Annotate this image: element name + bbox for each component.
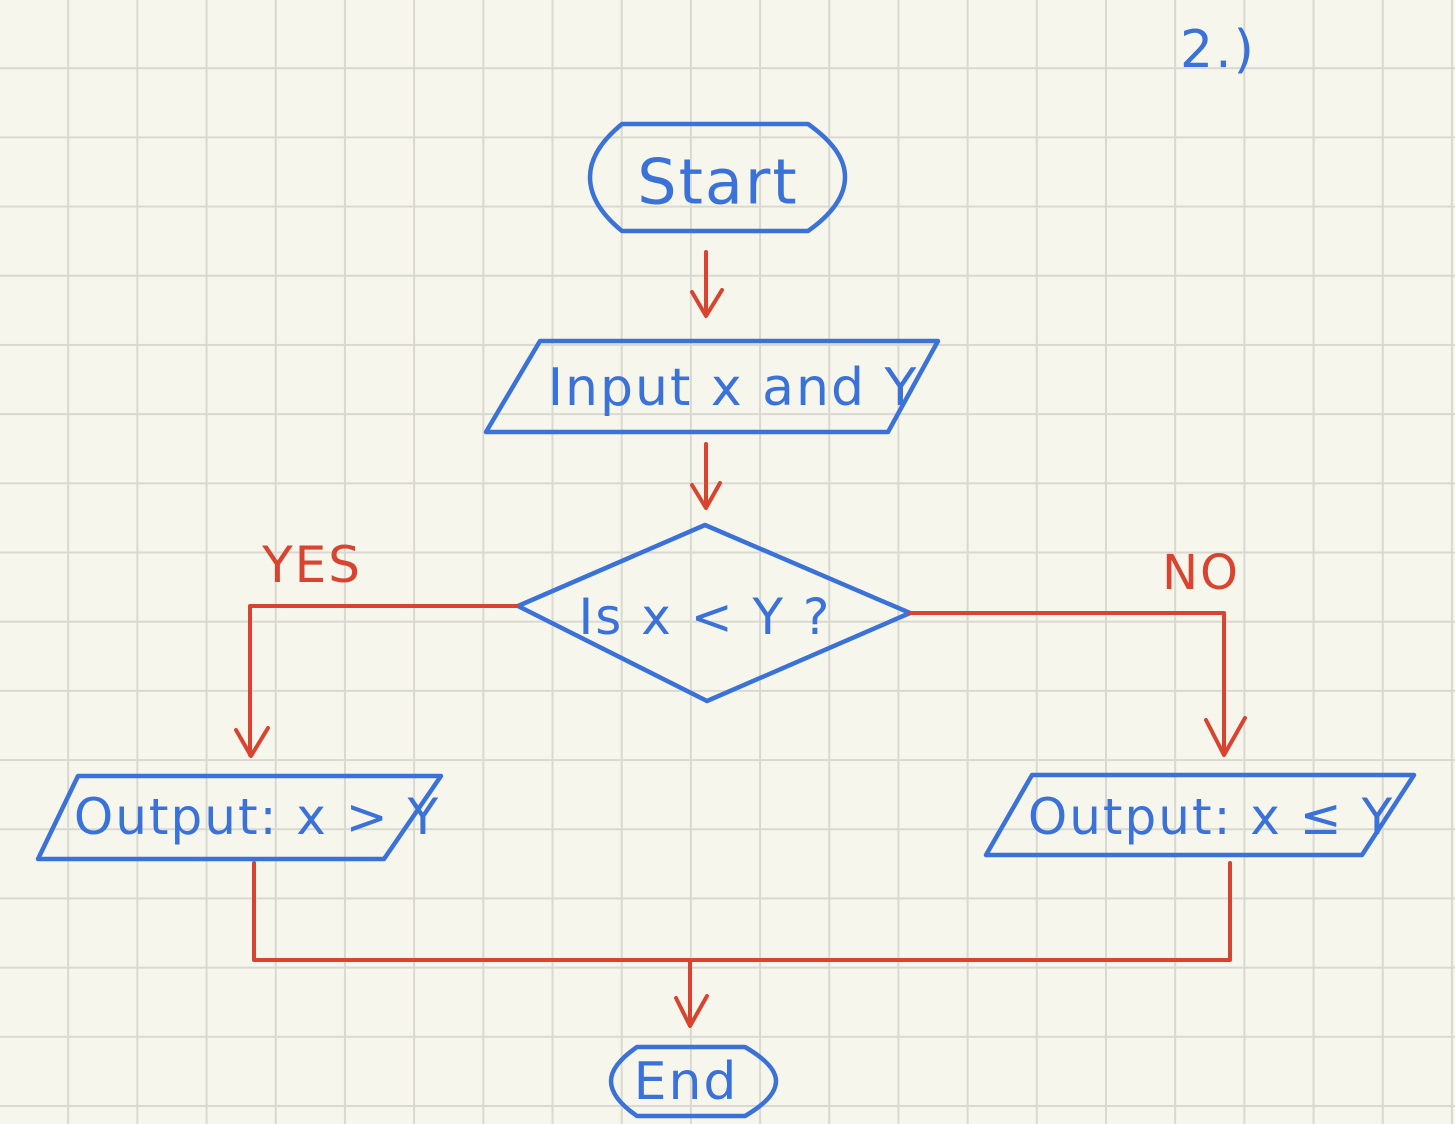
problem-number: 2.) — [1180, 20, 1256, 80]
decision-diamond — [515, 522, 913, 704]
input-parallelogram — [483, 338, 941, 435]
yes-branch-label: YES — [262, 536, 362, 594]
output-yes-parallelogram — [35, 773, 444, 862]
input-label: Input x and Y — [547, 358, 919, 418]
no-branch-label: NO — [1162, 545, 1240, 601]
start-label: Start — [637, 145, 799, 219]
decision-label: Is x < Y ? — [578, 588, 832, 646]
end-terminator — [608, 1044, 779, 1119]
connector-yes-branch — [234, 604, 519, 758]
connector-no-branch — [908, 611, 1247, 757]
connector-start-to-input — [690, 250, 724, 318]
connector-merge-line — [252, 861, 1232, 962]
output-no-label: Output: x ≤ Y — [1027, 788, 1395, 846]
end-label: End — [633, 1052, 739, 1112]
problem-number-text: 2.) — [1180, 20, 1256, 80]
connector-input-to-decision — [690, 442, 722, 510]
start-terminator — [587, 121, 848, 234]
connector-merge-to-end — [674, 960, 709, 1028]
output-yes-label: Output: x > Y — [73, 788, 441, 846]
output-no-parallelogram — [983, 772, 1417, 858]
